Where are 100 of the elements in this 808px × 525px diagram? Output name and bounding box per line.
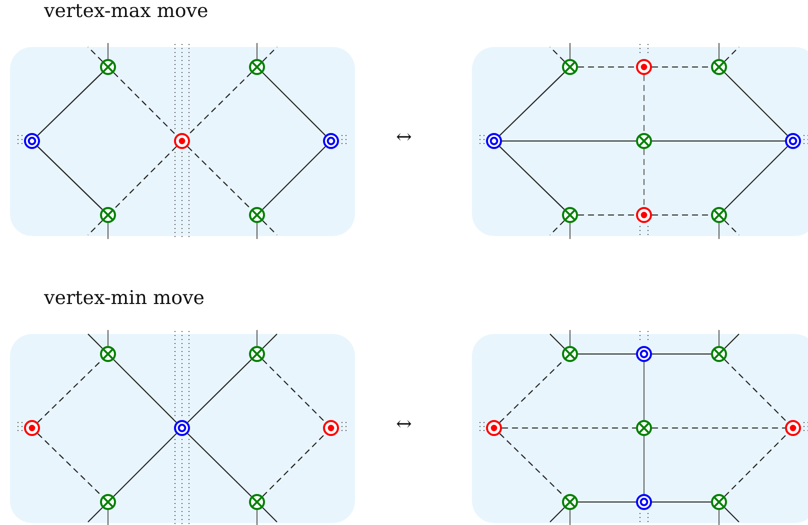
edge-stub [569,223,571,239]
dot-marker [173,132,191,150]
edge-line [187,146,252,210]
rounded-panel [10,334,355,523]
edge-line [37,146,103,210]
dot-marker [23,419,41,437]
rounded-panel [10,47,355,236]
edge-line [643,362,645,420]
rounded-panel [472,47,808,236]
edge-stub [569,510,571,525]
equivalence-arrow: ↔ [396,413,412,435]
edge-line [652,66,711,68]
edge-stub [569,330,571,346]
dot-marker [635,58,653,76]
edge-line [262,72,326,136]
edge-stub [550,334,565,349]
cross-marker [561,493,579,511]
dot-marker [322,419,340,437]
edge-stub [718,43,720,59]
edge-line [499,72,565,136]
edge-stub [107,510,109,525]
edge-line [187,359,252,423]
cross-marker [710,493,728,511]
edge-line [652,353,711,355]
edge-line [724,72,788,136]
ring-marker [784,132,802,150]
edge-line [652,427,785,429]
edge-line [652,214,711,216]
dot-marker [485,419,503,437]
edge-stub [718,330,720,346]
cross-marker [710,206,728,224]
edge-line [652,501,711,503]
edge-stub [256,223,258,239]
edge-line [499,146,565,210]
edge-line [113,72,177,136]
edge-line [643,149,645,207]
ring-marker [635,493,653,511]
cross-marker [248,58,266,76]
cross-marker [99,345,117,363]
edge-line [502,427,636,429]
edge-stub [724,334,740,349]
edge-stub [262,507,278,522]
edge-stub [256,330,258,346]
ring-marker [635,345,653,363]
cross-marker [248,493,266,511]
edge-stub [256,510,258,525]
edge-line [578,353,636,355]
cross-marker [248,345,266,363]
edge-stub [256,43,258,59]
edge-stub [718,510,720,525]
edge-line [187,72,252,136]
edge-line [113,146,177,210]
cross-marker [561,58,579,76]
edge-stub [107,43,109,59]
rounded-panel [472,334,808,523]
ring-marker [322,132,340,150]
edge-stub [262,334,278,349]
edge-stub [88,334,103,349]
edge-line [724,433,788,497]
edge-line [724,359,788,423]
edge-stub [107,223,109,239]
cross-marker [635,419,653,437]
edge-line [262,359,326,423]
edge-stub [724,507,740,522]
cross-marker [99,58,117,76]
dot-marker [635,206,653,224]
edge-line [643,436,645,494]
edge-line [578,501,636,503]
title-text: vertex-min move [44,287,205,309]
title-text: vertex-max move [44,0,208,22]
edge-stub [88,46,103,62]
edge-line [113,433,177,497]
cross-marker [561,206,579,224]
edge-stub [550,46,565,62]
edge-line [643,75,645,133]
edge-stub [724,46,740,62]
equivalence-arrow: ↔ [396,126,412,148]
edge-line [262,433,326,497]
cross-marker [635,132,653,150]
cross-marker [99,493,117,511]
edge-stub [88,507,103,522]
edge-line [724,146,788,210]
edge-line [652,140,785,142]
ring-marker [173,419,191,437]
ring-marker [485,132,503,150]
edge-line [502,140,636,142]
edge-line [262,146,326,210]
cross-marker [99,206,117,224]
cross-marker [710,345,728,363]
cross-marker [248,206,266,224]
cross-marker [710,58,728,76]
edge-line [113,359,177,423]
edge-stub [262,46,278,62]
ring-marker [23,132,41,150]
edge-stub [569,43,571,59]
edge-line [578,214,636,216]
edge-line [187,433,252,497]
edge-line [578,66,636,68]
dot-marker [784,419,802,437]
cross-marker [561,345,579,363]
